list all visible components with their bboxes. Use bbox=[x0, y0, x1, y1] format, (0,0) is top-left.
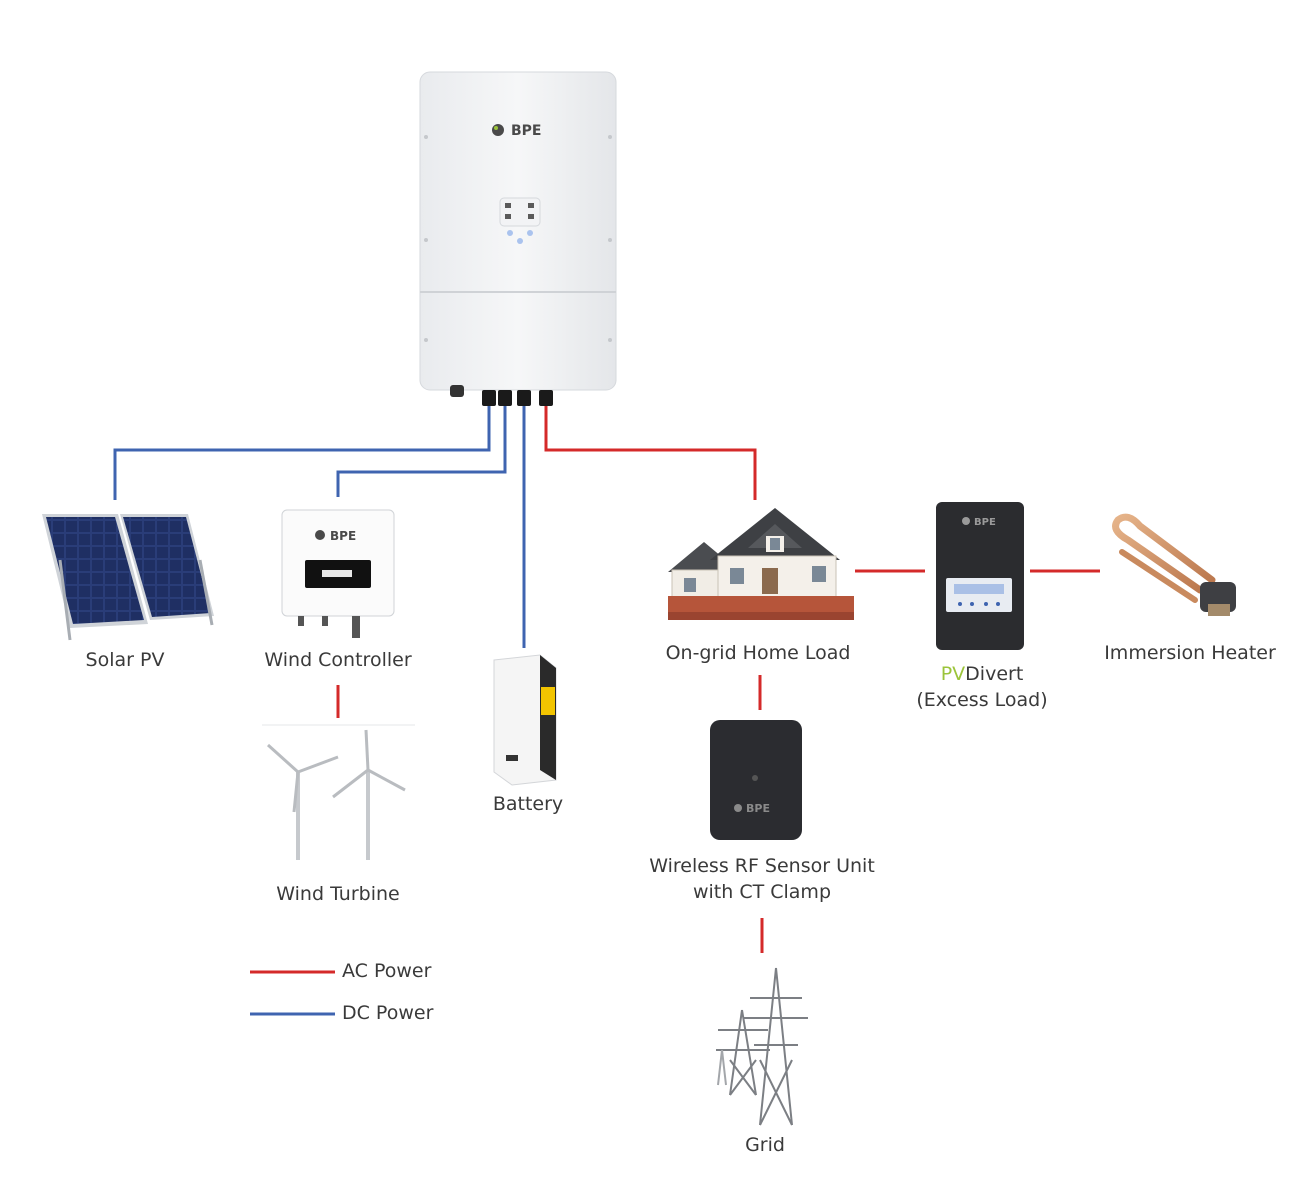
legend bbox=[250, 970, 335, 1016]
wind-controller-icon: BPE bbox=[281, 509, 395, 638]
dc-wire-wind-controller bbox=[336, 405, 507, 497]
legend-dc-label: DC Power bbox=[342, 1002, 434, 1024]
label-pvdivert: PVDivert (Excess Load) bbox=[898, 661, 1066, 713]
rf-sensor-icon: BPE bbox=[710, 720, 802, 840]
inverter-indicator-panel bbox=[499, 197, 541, 244]
rf-sensor-line1: Wireless RF Sensor Unit bbox=[649, 855, 875, 877]
dc-wires bbox=[113, 405, 526, 648]
wind-turbine-icon bbox=[262, 724, 415, 860]
ac-wires bbox=[336, 405, 1100, 953]
legend-ac-label: AC Power bbox=[342, 960, 432, 982]
pvdivert-brand: BPE bbox=[974, 517, 996, 528]
label-home-load: On-grid Home Load bbox=[665, 642, 851, 664]
solar-pv-icon bbox=[42, 514, 214, 641]
label-solar-pv: Solar PV bbox=[85, 649, 165, 671]
rf-sensor-line2: with CT Clamp bbox=[692, 881, 832, 903]
pvdivert-prefix: PV bbox=[940, 663, 966, 685]
inverter-logo-icon bbox=[492, 124, 504, 136]
pvdivert-icon: BPE bbox=[936, 502, 1024, 650]
rf-sensor-brand: BPE bbox=[746, 802, 770, 815]
inverter-terminals bbox=[450, 385, 553, 406]
label-grid: Grid bbox=[745, 1134, 785, 1156]
label-wind-turbine: Wind Turbine bbox=[276, 883, 400, 905]
dc-wire-solar bbox=[113, 405, 491, 500]
grid-pylon-icon bbox=[716, 967, 808, 1126]
pvdivert-suffix: Divert bbox=[965, 663, 1024, 685]
battery-icon bbox=[493, 654, 557, 786]
inverter-brand: BPE bbox=[511, 123, 542, 139]
home-load-icon bbox=[668, 508, 854, 620]
wind-controller-brand: BPE bbox=[330, 529, 356, 543]
label-immersion-heater: Immersion Heater bbox=[1104, 642, 1276, 664]
pvdivert-subtitle: (Excess Load) bbox=[916, 689, 1048, 711]
immersion-heater-icon bbox=[1112, 513, 1236, 616]
ac-wire-home bbox=[544, 405, 757, 500]
hybrid-inverter: BPE bbox=[419, 71, 617, 406]
label-rf-sensor: Wireless RF Sensor Unit with CT Clamp bbox=[632, 853, 892, 905]
label-wind-controller: Wind Controller bbox=[264, 649, 412, 671]
label-battery: Battery bbox=[492, 793, 564, 815]
